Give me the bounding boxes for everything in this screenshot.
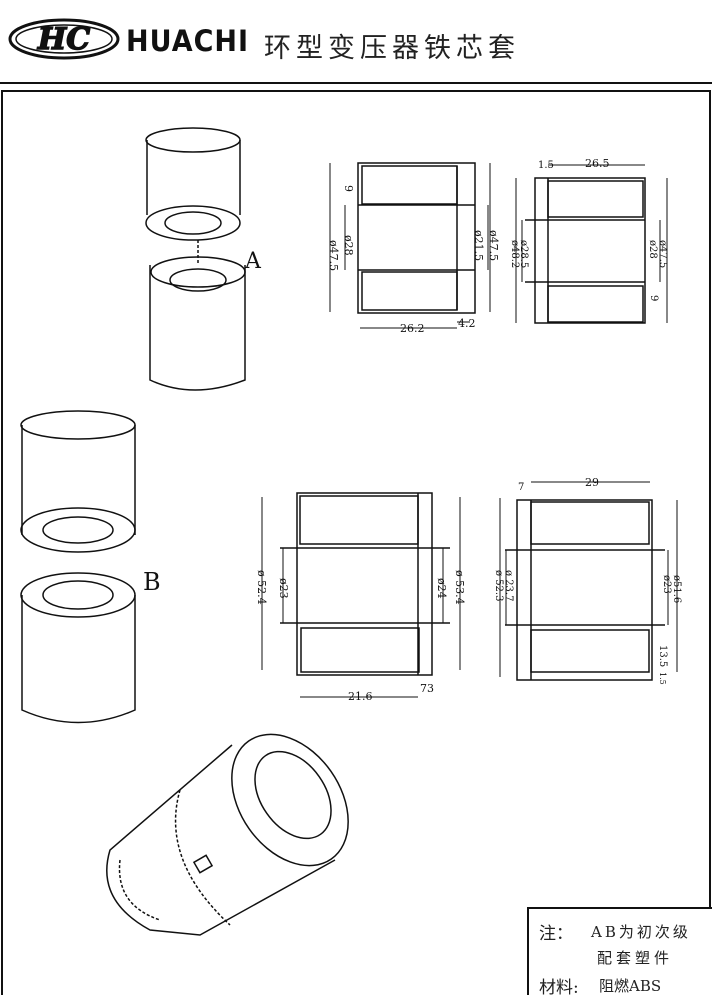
material-value: 阻燃ABS xyxy=(599,975,704,995)
header-divider xyxy=(0,82,712,84)
huachi-logo: HC xyxy=(8,18,120,60)
svg-text:ø 53.4: ø 53.4 xyxy=(453,570,466,605)
svg-text:ø 52.4: ø 52.4 xyxy=(255,570,268,605)
svg-text:ø28: ø28 xyxy=(647,240,658,259)
sheet-frame xyxy=(1,90,711,995)
page-title: 环型变压器铁芯套 xyxy=(264,33,520,64)
svg-text:ø23: ø23 xyxy=(661,575,672,594)
part-a-3d-view: A xyxy=(145,127,262,391)
label-a: A xyxy=(244,249,262,274)
svg-text:4.2: 4.2 xyxy=(458,317,476,330)
part-b-front-view: ø 52.4 ø23 ø24 ø 53.4 21.6 73 xyxy=(255,492,466,703)
note-line-2: 配套塑件 xyxy=(597,949,674,967)
note-box: 注： AB为初次级 配套塑件 材料: 阻燃ABS xyxy=(527,907,712,995)
svg-text:ø 23.7: ø 23.7 xyxy=(503,570,514,601)
svg-text:ø 52.3: ø 52.3 xyxy=(493,570,504,601)
svg-text:ø23: ø23 xyxy=(277,578,290,599)
note-line-1: AB为初次级 xyxy=(591,923,691,941)
svg-text:ø24: ø24 xyxy=(435,578,448,599)
svg-text:26.2: 26.2 xyxy=(400,322,425,335)
part-a-side-view: 1.5 26.5 ø48.2 ø28.5 ø28 ø47.5 9 xyxy=(509,157,668,324)
svg-text:9: 9 xyxy=(648,295,659,301)
part-b-3d-view: B xyxy=(20,410,161,724)
label-b: B xyxy=(143,568,161,596)
header: HC HUACHI 环型变压器铁芯套 xyxy=(0,0,712,82)
svg-text:1.5: 1.5 xyxy=(538,160,554,171)
svg-text:ø21.5: ø21.5 xyxy=(472,230,485,261)
svg-text:1.5: 1.5 xyxy=(658,672,667,685)
assembled-3d-view xyxy=(106,733,349,936)
svg-text:29: 29 xyxy=(585,476,599,489)
svg-text:13.5: 13.5 xyxy=(657,645,668,667)
svg-text:ø47.5: ø47.5 xyxy=(327,240,340,271)
part-a-front-view: ø47.5 9 ø28 ø21.5 ø47.5 26.2 4.2 xyxy=(327,162,500,335)
svg-text:73: 73 xyxy=(420,682,434,695)
svg-text:21.6: 21.6 xyxy=(348,690,373,703)
svg-text:ø51.6: ø51.6 xyxy=(671,575,682,603)
part-b-side-view: 7 29 ø 52.3 ø 23.7 ø23 ø51.6 13.5 1.5 xyxy=(493,476,682,685)
svg-text:ø28: ø28 xyxy=(342,235,355,256)
svg-text:26.5: 26.5 xyxy=(585,157,610,170)
svg-text:ø48.2: ø48.2 xyxy=(509,240,520,268)
svg-text:HC: HC xyxy=(37,22,90,57)
svg-text:7: 7 xyxy=(518,482,524,493)
brand-name: HUACHI xyxy=(126,24,250,59)
material-label: 材料: xyxy=(539,978,579,995)
note-label: 注： xyxy=(539,924,573,944)
svg-text:ø47.5: ø47.5 xyxy=(657,240,668,268)
svg-text:9: 9 xyxy=(342,185,355,192)
svg-text:ø47.5: ø47.5 xyxy=(487,230,500,261)
svg-text:ø28.5: ø28.5 xyxy=(518,240,529,268)
